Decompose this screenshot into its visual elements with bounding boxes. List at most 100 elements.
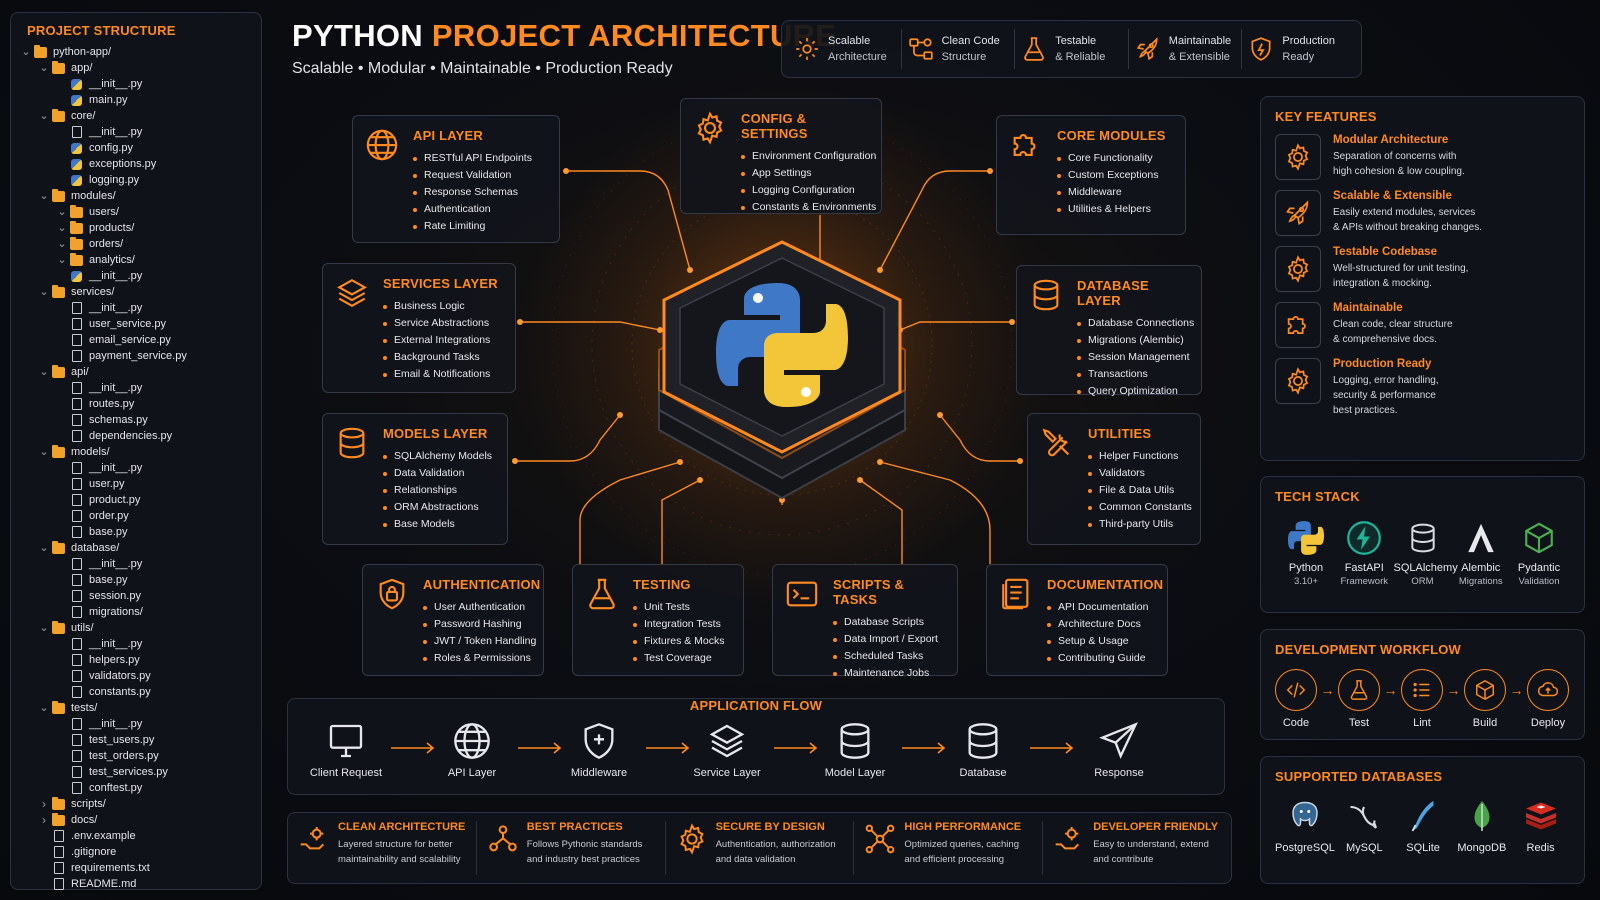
chevron-down-icon[interactable]: ⌄ [21, 46, 31, 58]
tree-file[interactable]: test_users.py [21, 732, 251, 748]
chevron-down-icon[interactable]: ⌄ [39, 446, 49, 458]
tree-folder[interactable]: ⌄database/ [21, 540, 251, 556]
tree-folder[interactable]: ⌄services/ [21, 284, 251, 300]
tree-folder[interactable]: ›scripts/ [21, 796, 251, 812]
tree-file[interactable]: main.py [21, 92, 251, 108]
chevron-down-icon[interactable]: ⌄ [39, 702, 49, 714]
tree-file[interactable]: .gitignore [21, 844, 251, 860]
tree-file[interactable]: order.py [21, 508, 251, 524]
tree-file[interactable]: user_service.py [21, 316, 251, 332]
tree-file[interactable]: __init__.py [21, 460, 251, 476]
tree-folder[interactable]: ⌄orders/ [21, 236, 251, 252]
python-stack-graphic [658, 240, 906, 500]
tree-item-label: __init__.py [89, 302, 143, 314]
tree-file[interactable]: helpers.py [21, 652, 251, 668]
page-subtitle: Scalable • Modular • Maintainable • Prod… [292, 60, 673, 77]
tree-folder[interactable]: ⌄utils/ [21, 620, 251, 636]
tree-file[interactable]: base.py [21, 572, 251, 588]
chevron-right-icon[interactable]: › [42, 813, 46, 827]
mysql-icon [1350, 805, 1378, 829]
tree-folder[interactable]: ⌄api/ [21, 364, 251, 380]
tree-folder[interactable]: ⌄products/ [21, 220, 251, 236]
tree-file[interactable]: __init__.py [21, 268, 251, 284]
tree-file[interactable]: conftest.py [21, 780, 251, 796]
tree-file[interactable]: dependencies.py [21, 428, 251, 444]
tree-folder[interactable]: ⌄ tests/ [21, 700, 251, 716]
tree-file[interactable]: .env.example [21, 828, 251, 844]
python-file-icon [71, 270, 82, 282]
tree-file[interactable]: README.md [21, 876, 251, 892]
chevron-down-icon[interactable]: ⌄ [39, 286, 49, 298]
tree-item-label: tests/ [71, 702, 98, 714]
tree-file[interactable]: email_service.py [21, 332, 251, 348]
tree-item-label: test_users.py [89, 734, 155, 746]
tree-folder[interactable]: ⌄modules/ [21, 188, 251, 204]
tree-folder[interactable]: ⌄core/ [21, 108, 251, 124]
tree-file[interactable]: exceptions.py [21, 156, 251, 172]
chevron-down-icon[interactable]: ⌄ [57, 222, 67, 234]
tree-folder[interactable]: ›docs/ [21, 812, 251, 828]
tree-item-label: exceptions.py [89, 158, 157, 170]
folder-icon [52, 444, 65, 458]
file-icon [72, 718, 82, 730]
tree-file[interactable]: __init__.py [21, 380, 251, 396]
tree-file[interactable]: __init__.py [21, 636, 251, 652]
monitor-icon [329, 724, 363, 758]
chevron-down-icon[interactable]: ⌄ [39, 110, 49, 122]
tree-file[interactable]: migrations/ [21, 604, 251, 620]
tree-file[interactable]: schemas.py [21, 412, 251, 428]
tree-file[interactable]: payment_service.py [21, 348, 251, 364]
tree-file[interactable]: routes.py [21, 396, 251, 412]
chevron-down-icon[interactable]: ⌄ [57, 238, 67, 250]
tree-file[interactable]: session.py [21, 588, 251, 604]
chevron-right-icon[interactable]: › [42, 797, 46, 811]
folder-icon [52, 540, 65, 554]
tree-file[interactable]: requirements.txt [21, 860, 251, 876]
tree-file[interactable]: logging.py [21, 172, 251, 188]
tree-folder[interactable]: ⌄users/ [21, 204, 251, 220]
tree-file[interactable]: product.py [21, 492, 251, 508]
tree-file[interactable]: __init__.py [21, 716, 251, 732]
tree-file[interactable]: validators.py [21, 668, 251, 684]
tree-file[interactable]: config.py [21, 140, 251, 156]
tree-item-label: conftest.py [89, 782, 143, 794]
folder-icon [52, 60, 65, 74]
tree-folder[interactable]: ⌄analytics/ [21, 252, 251, 268]
tree-file[interactable]: test_services.py [21, 764, 251, 780]
tree-item-label: schemas.py [89, 414, 148, 426]
tree-file[interactable]: constants.py [21, 684, 251, 700]
folder-icon [70, 252, 83, 266]
file-icon [72, 574, 82, 586]
db-sqlite: SQLite [1394, 796, 1453, 854]
chevron-down-icon[interactable]: ⌄ [39, 190, 49, 202]
tree-file[interactable]: base.py [21, 524, 251, 540]
tree-file[interactable]: __init__.py [21, 76, 251, 92]
tree-folder[interactable]: ⌄app/ [21, 60, 251, 76]
python-file-icon [71, 78, 82, 90]
chevron-down-icon[interactable]: ⌄ [39, 366, 49, 378]
chevron-down-icon[interactable]: ⌄ [57, 206, 67, 218]
tree-file[interactable]: test_orders.py [21, 748, 251, 764]
code-icon [1286, 682, 1306, 698]
tree-item-label: dependencies.py [89, 430, 173, 442]
chevron-down-icon[interactable]: ⌄ [39, 542, 49, 554]
chevron-down-icon[interactable]: ⌄ [57, 254, 67, 266]
project-structure-title: PROJECT STRUCTURE [27, 23, 176, 38]
tree-file[interactable]: __init__.py [21, 556, 251, 572]
chevron-down-icon[interactable]: ⌄ [39, 622, 49, 634]
file-icon [72, 590, 82, 602]
workflow-arrow: → [1383, 682, 1398, 698]
tree-file[interactable]: __init__.py [21, 124, 251, 140]
sqlite-icon [1411, 801, 1434, 832]
tree-file[interactable]: __init__.py [21, 300, 251, 316]
chevron-down-icon[interactable]: ⌄ [39, 62, 49, 74]
tree-item-label: order.py [89, 510, 129, 522]
tree-folder[interactable]: ⌄python-app/ [21, 44, 251, 60]
tree-folder[interactable]: ⌄models/ [21, 444, 251, 460]
tree-file[interactable]: user.py [21, 476, 251, 492]
